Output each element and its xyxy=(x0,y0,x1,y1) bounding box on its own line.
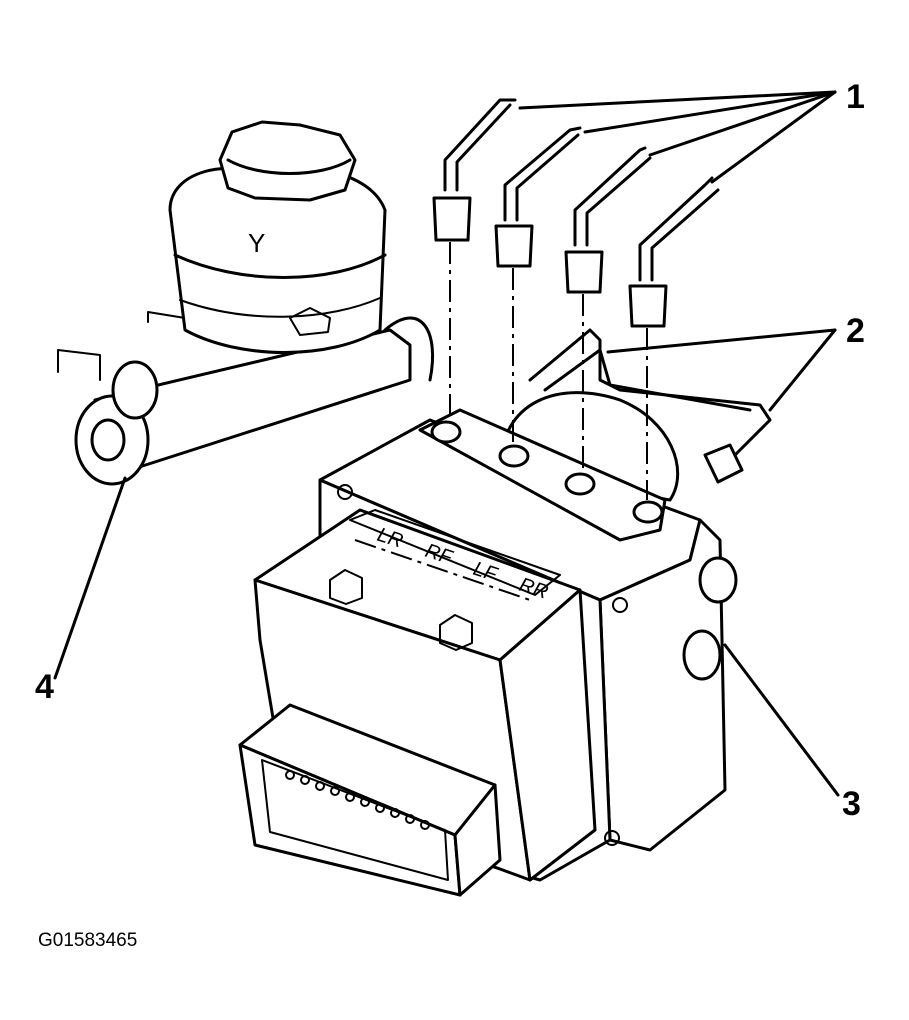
reservoir-mark: Y xyxy=(248,228,265,258)
modulator-ports xyxy=(430,420,664,524)
connector-pins xyxy=(285,770,430,830)
callout-2: 2 xyxy=(846,312,865,350)
figure-id: G01583465 xyxy=(38,930,137,951)
master-cylinder-pipes xyxy=(528,328,772,484)
master-cylinder: Y xyxy=(57,120,435,486)
callout-3: 3 xyxy=(842,785,861,823)
abs-modulator xyxy=(238,391,738,897)
callout-4: 4 xyxy=(35,668,54,706)
wheel-brake-pipes xyxy=(432,98,720,500)
callout-1: 1 xyxy=(846,78,865,116)
leader-lines xyxy=(53,90,840,797)
